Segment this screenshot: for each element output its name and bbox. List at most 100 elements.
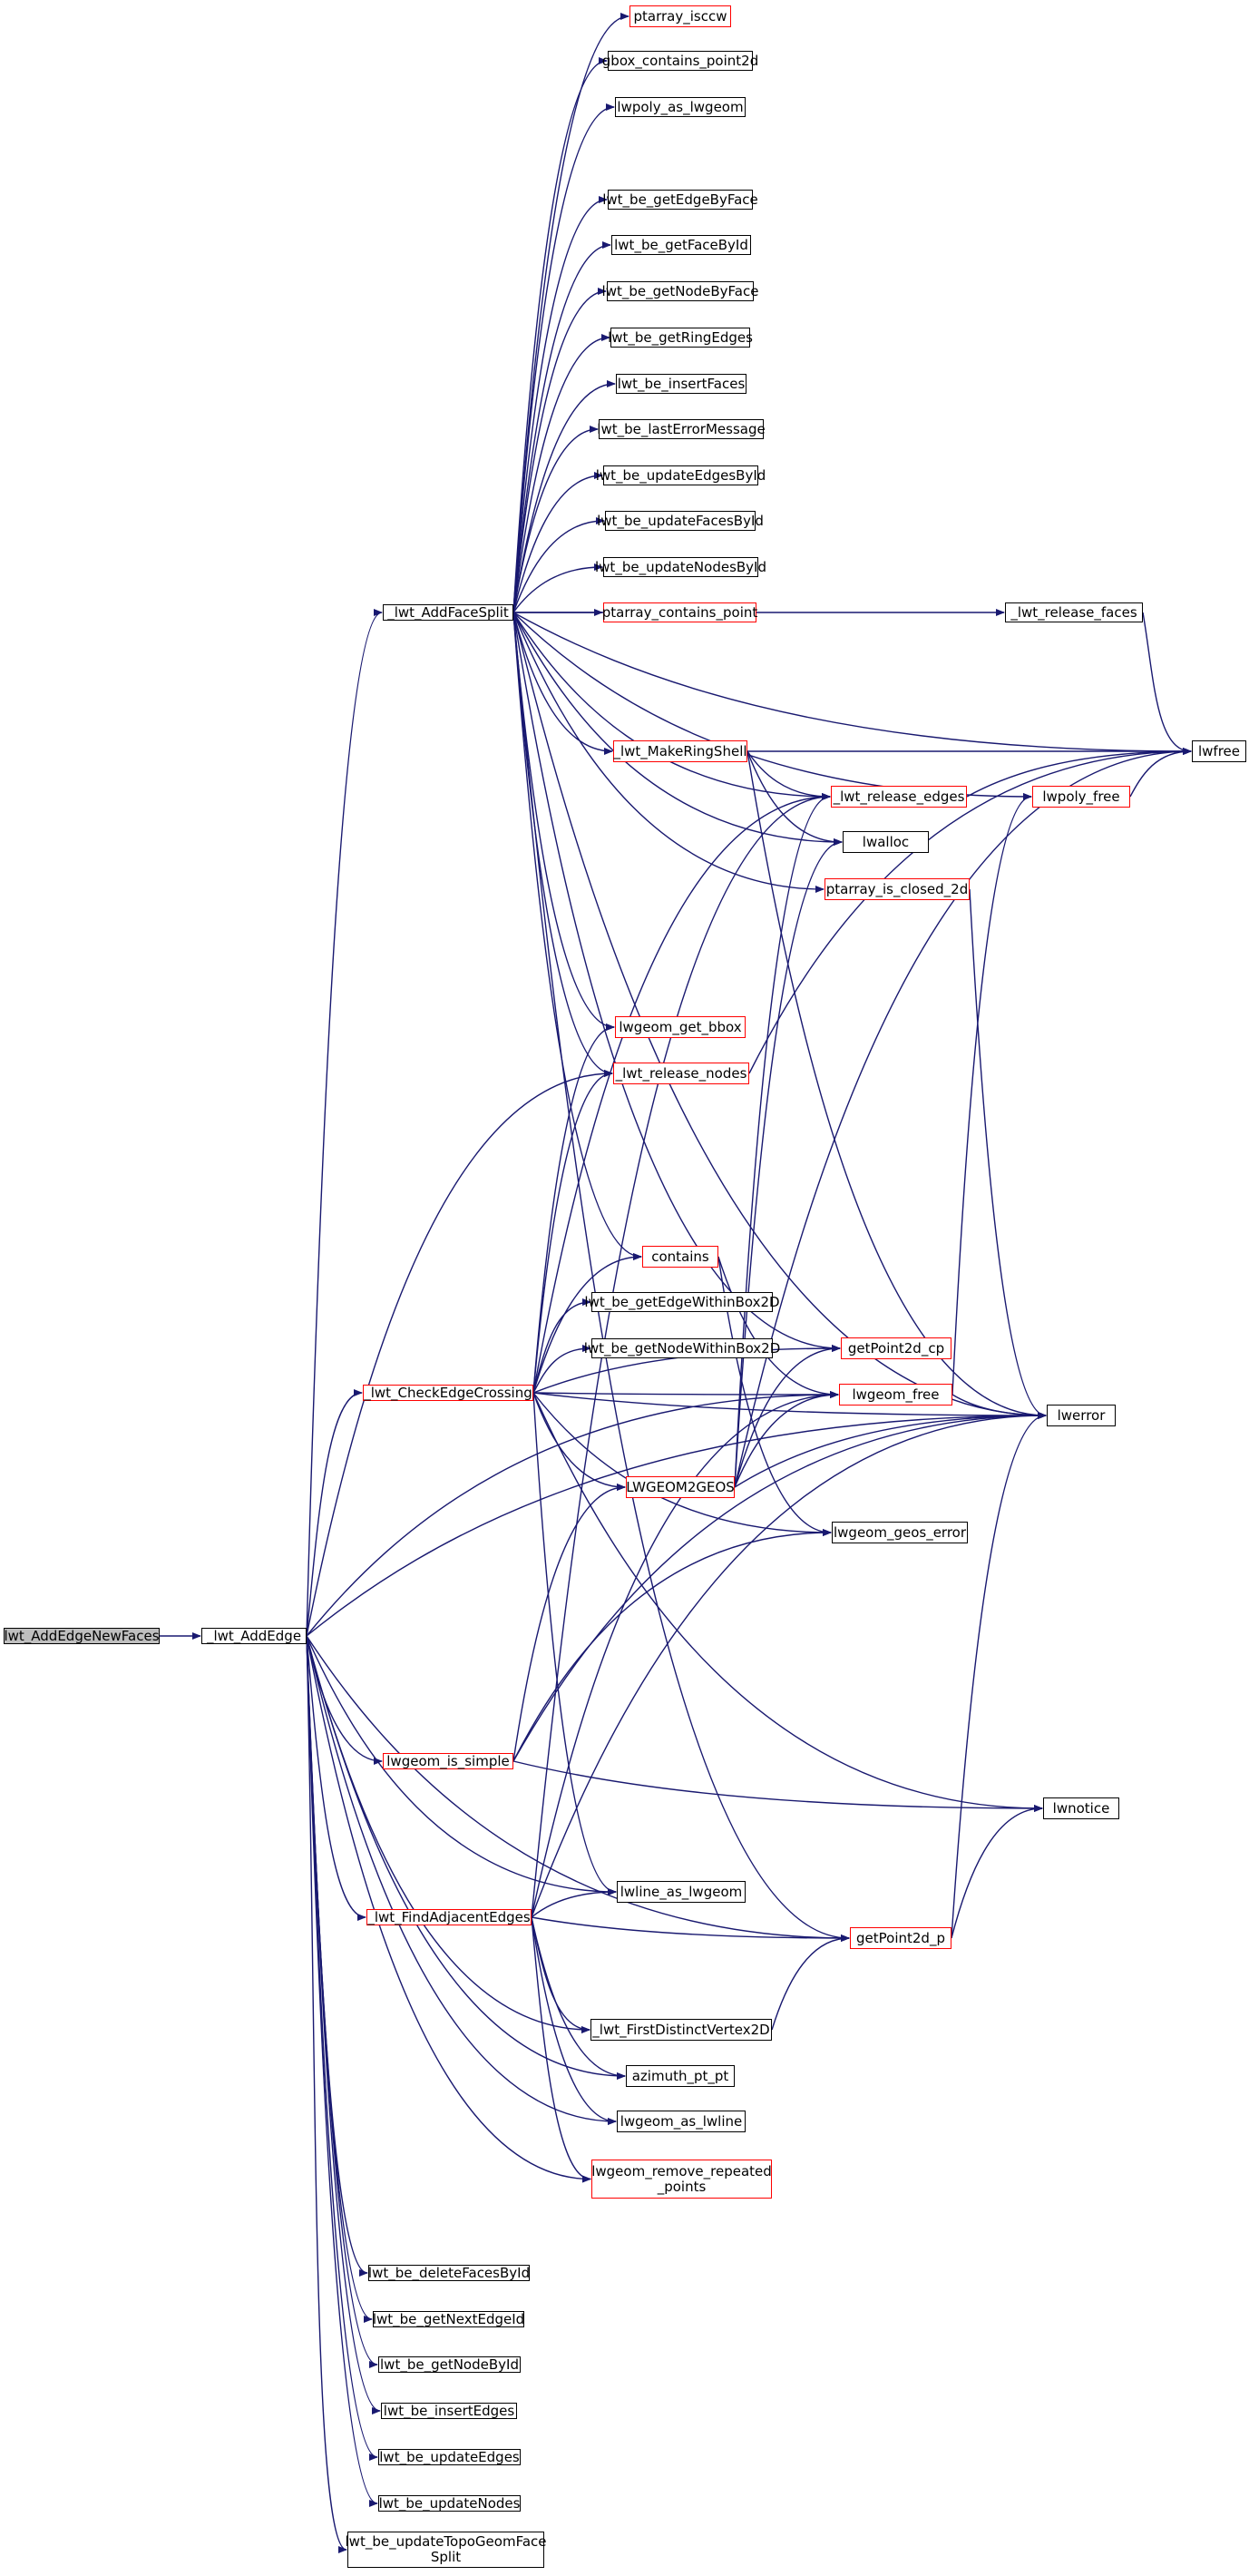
node-lwalloc[interactable]: lwalloc — [843, 831, 929, 853]
edge-is-closed-2d-to-lwerror — [969, 888, 1047, 1419]
edge-checkedgecrossing-to-contains — [532, 1253, 642, 1394]
node-getfacebyid[interactable]: lwt_be_getFaceById — [611, 235, 751, 255]
node-geos-error[interactable]: lwgeom_geos_error — [832, 1522, 968, 1543]
edge-addedge-to-lwline-as — [306, 1635, 617, 1895]
node-gbox[interactable]: gbox_contains_point2d — [602, 51, 758, 71]
edge-findadjacent-to-getpoint2d-p — [531, 1916, 850, 1942]
edge-addfacesplit-to-updateedgesbyid — [512, 472, 603, 613]
node-getringedges[interactable]: lwt_be_getRingEdges — [608, 328, 753, 348]
edge-addfacesplit-to-getfacebyid — [512, 241, 611, 613]
edge-findadjacent-to-azimuth — [531, 1916, 626, 2080]
edge-checkedgecrossing-to-lwgeom2geos — [532, 1392, 626, 1491]
node-getnodewithin[interactable]: lwt_be_getNodeWithinBox2D — [584, 1338, 780, 1358]
edge-checkedgecrossing-to-getnodewithin — [532, 1345, 591, 1394]
edge-addfacesplit-to-lasterror — [512, 426, 599, 613]
edge-checkedgecrossing-to-release-edges — [532, 793, 831, 1394]
edge-addfacesplit-to-release-nodes — [512, 612, 613, 1077]
node-lwgeom-as-lwline[interactable]: lwgeom_as_lwline — [617, 2111, 746, 2132]
edge-findadjacent-to-remove-repeated — [531, 1916, 591, 2183]
edge-addfacesplit-to-getpoint2d-cp — [512, 612, 841, 1352]
edge-addfacesplit-to-gbox — [512, 57, 608, 613]
edge-addedge-to-findadjacent — [306, 1635, 366, 1921]
node-addfacesplit[interactable]: _lwt_AddFaceSplit — [383, 604, 513, 621]
edge-layer — [160, 13, 1192, 2553]
node-deletefaces[interactable]: lwt_be_deleteFacesById — [367, 2264, 531, 2281]
node-getpoint2d-cp[interactable]: getPoint2d_cp — [841, 1337, 951, 1359]
node-lasterror[interactable]: lwt_be_lastErrorMessage — [597, 419, 766, 439]
node-getnextedge[interactable]: lwt_be_getNextEdgeId — [372, 2310, 525, 2327]
edge-checkedgecrossing-to-lwgeom-free — [532, 1390, 839, 1398]
edge-checkedgecrossing-to-lwnotice — [532, 1392, 1043, 1812]
node-getpoint2d-p[interactable]: getPoint2d_p — [850, 1927, 951, 1949]
node-firstdistinct[interactable]: _lwt_FirstDistinctVertex2D — [590, 2019, 772, 2041]
node-updatefacesbyid[interactable]: lwt_be_updateFacesById — [597, 511, 764, 531]
node-makeringshell[interactable]: _lwt_MakeRingShell — [613, 740, 747, 762]
edge-addedge-to-lwgeom-free — [306, 1391, 839, 1637]
edge-lwgeom2geos-to-lwfree — [734, 748, 1192, 1488]
node-insertfaces[interactable]: lwt_be_insertFaces — [616, 374, 746, 394]
edge-lwgeom2geos-to-getpoint2d-cp — [734, 1345, 841, 1488]
node-release-faces[interactable]: _lwt_release_faces — [1005, 602, 1143, 622]
edge-addedge-to-getpoint2d-p — [306, 1635, 850, 1942]
node-isccw[interactable]: ptarray_isccw — [629, 5, 731, 27]
edge-findadjacent-to-release-edges — [531, 793, 831, 1918]
edge-addfacesplit-to-lwfree — [512, 612, 1192, 755]
edge-addfacesplit-to-getnodebyface — [512, 288, 607, 613]
node-checkedgecrossing[interactable]: _lwt_CheckEdgeCrossing — [363, 1384, 533, 1401]
edge-addedge-to-updatetopo — [306, 1635, 347, 2553]
edge-checkedgecrossing-to-getedgewithin — [532, 1298, 591, 1394]
edge-lwgeom-is-simple-to-lwgeom2geos — [512, 1484, 626, 1762]
edge-release-edges-to-lwfree — [966, 748, 1192, 798]
node-release-nodes[interactable]: _lwt_release_nodes — [613, 1063, 749, 1084]
node-contains-point[interactable]: ptarray_contains_point — [602, 602, 757, 622]
edge-makeringshell-to-release-edges — [746, 750, 831, 800]
node-getedgewithin[interactable]: lwt_be_getEdgeWithinBox2D — [584, 1292, 780, 1312]
node-lwpoly-free[interactable]: lwpoly_free — [1032, 786, 1130, 808]
edge-addfacesplit-to-makeringshell — [512, 612, 613, 755]
edge-checkedgecrossing-to-lwline-as — [532, 1392, 617, 1895]
edge-lwgeom2geos-to-lwgeom-free — [734, 1391, 839, 1488]
node-lwgeom-free[interactable]: lwgeom_free — [839, 1384, 952, 1406]
edge-lwgeom-free-to-lwpoly-free — [951, 793, 1032, 1396]
node-lwerror[interactable]: lwerror — [1047, 1405, 1116, 1426]
node-lwline-as[interactable]: lwline_as_lwgeom — [617, 1881, 746, 1903]
edge-findadjacent-to-lwgeom-as-lwline — [531, 1916, 617, 2125]
node-lwgeom-is-simple[interactable]: lwgeom_is_simple — [383, 1753, 513, 1769]
edge-release-faces-to-lwfree — [1142, 612, 1192, 755]
edge-makeringshell-to-lwerror — [746, 750, 1047, 1419]
node-insertedges[interactable]: lwt_be_insertEdges — [381, 2403, 517, 2419]
edge-addfacesplit-to-getedgebyface — [512, 196, 608, 613]
node-lwgeom2geos[interactable]: LWGEOM2GEOS — [626, 1476, 735, 1498]
edge-addfacesplit-to-is-closed-2d — [512, 612, 825, 893]
node-lwnotice[interactable]: lwnotice — [1043, 1797, 1119, 1819]
edge-getpoint2d-p-to-lwerror — [951, 1412, 1047, 1939]
node-addedge[interactable]: _lwt_AddEdge — [201, 1628, 307, 1644]
node-azimuth[interactable]: azimuth_pt_pt — [626, 2065, 735, 2087]
edge-findadjacent-to-lwerror — [531, 1412, 1047, 1918]
node-is-closed-2d[interactable]: ptarray_is_closed_2d — [825, 878, 970, 900]
node-lwgeom-get-bbox[interactable]: lwgeom_get_bbox — [615, 1016, 746, 1038]
node-contains[interactable]: contains — [642, 1246, 718, 1268]
node-updatetopo[interactable]: lwt_be_updateTopoGeomFace Split — [346, 2532, 546, 2568]
node-lwpoly-as[interactable]: lwpoly_as_lwgeom — [615, 97, 746, 117]
edge-lwgeom2geos-to-lwalloc — [734, 838, 843, 1488]
node-updatenodes[interactable]: lwt_be_updateNodes — [378, 2494, 521, 2512]
edge-lwgeom2geos-to-lwerror — [734, 1412, 1047, 1488]
edge-makeringshell-to-lwalloc — [746, 750, 843, 846]
node-root: lwt_AddEdgeNewFaces — [4, 1627, 160, 1644]
node-getnodebyid[interactable]: lwt_be_getNodeById — [378, 2356, 521, 2373]
node-getnodebyface[interactable]: lwt_be_getNodeByFace — [602, 281, 758, 301]
node-updatenodesbyid[interactable]: lwt_be_updateNodesById — [595, 557, 766, 577]
edge-addfacesplit-to-release-edges — [512, 612, 831, 800]
edge-addfacesplit-to-lwpoly-as — [512, 103, 615, 613]
node-updateedgesbyid[interactable]: lwt_be_updateEdgesById — [596, 465, 766, 485]
node-release-edges[interactable]: _lwt_release_edges — [831, 786, 967, 808]
node-remove-repeated[interactable]: lwgeom_remove_repeated _points — [591, 2160, 772, 2199]
node-getedgebyface[interactable]: lwt_be_getEdgeByFace — [602, 190, 758, 210]
edge-addfacesplit-to-updatefacesbyid — [512, 517, 605, 613]
edge-addfacesplit-to-getringedges — [512, 334, 610, 613]
edge-addedge-to-lwgeom-as-lwline — [306, 1635, 617, 2125]
node-updateedges[interactable]: lwt_be_updateEdges — [378, 2448, 521, 2465]
node-findadjacent[interactable]: _lwt_FindAdjacentEdges — [366, 1908, 532, 1925]
node-lwfree[interactable]: lwfree — [1192, 740, 1246, 762]
